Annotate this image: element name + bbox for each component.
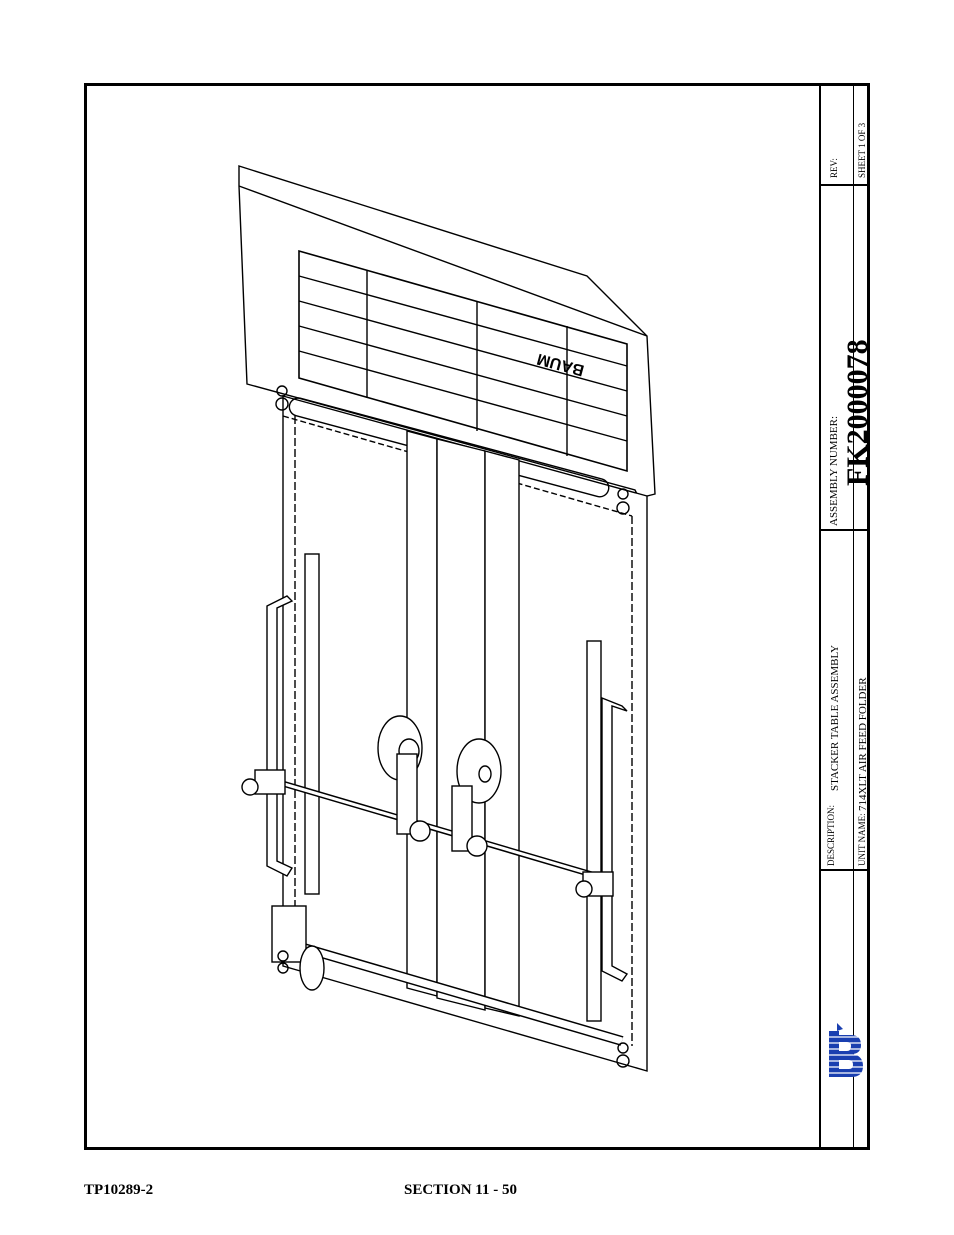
- description-cell: DESCRIPTION: STACKER TABLE ASSEMBLY UNIT…: [821, 529, 869, 869]
- drawing-frame: BAUM REV: SHEET 1 OF 3 ASSEMBLY NUMBER: …: [84, 83, 874, 1150]
- rev-sheet-cell: REV: SHEET 1 OF 3: [821, 86, 869, 184]
- logo-cell: [821, 869, 869, 1147]
- rev-label: REV:: [829, 158, 839, 178]
- sheet-number: SHEET 1 OF 3: [857, 122, 867, 178]
- unit-name: 714XLT AIR FEED FOLDER: [857, 677, 869, 811]
- description-label: DESCRIPTION:: [826, 804, 836, 866]
- stacker-table-drawing: BAUM: [238, 165, 656, 1072]
- assembly-number-cell: ASSEMBLY NUMBER: FK2000078: [821, 184, 874, 529]
- baum-logo-icon: [827, 1023, 865, 1077]
- assembly-number: FK2000078: [841, 339, 874, 486]
- section-number: SECTION 11 - 50: [404, 1182, 517, 1198]
- assembly-number-label: ASSEMBLY NUMBER:: [828, 415, 840, 526]
- document-number: TP10289-2: [84, 1182, 154, 1198]
- description: STACKER TABLE ASSEMBLY: [829, 644, 841, 791]
- title-block: REV: SHEET 1 OF 3 ASSEMBLY NUMBER: FK200…: [819, 86, 874, 1147]
- unit-name-label: UNIT NAME:: [857, 813, 867, 866]
